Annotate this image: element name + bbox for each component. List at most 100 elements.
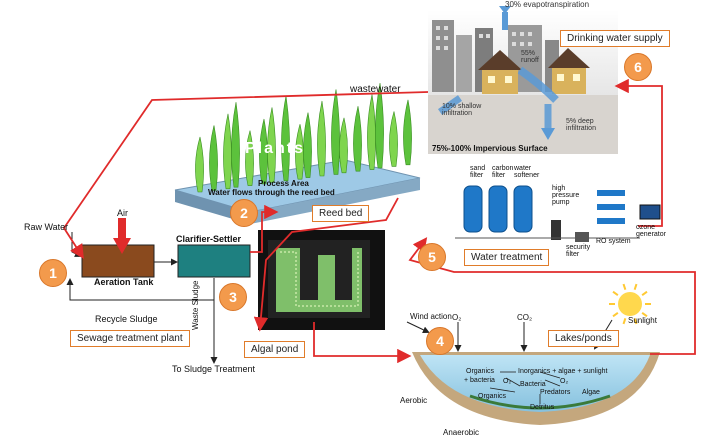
reed-plants xyxy=(195,82,412,193)
reed-bed xyxy=(174,82,421,224)
plants-label: Plants xyxy=(245,140,306,157)
carbon-filter-label: carbon filter xyxy=(492,165,514,179)
sun-ray xyxy=(612,290,619,296)
sun-ray xyxy=(633,317,638,325)
pump-label: high pressure pump xyxy=(552,185,580,206)
sun-ray xyxy=(612,312,619,318)
water-softener-label: water softener xyxy=(514,165,540,179)
wastewater-label: wastewater xyxy=(350,84,401,95)
o2-label: O₂ xyxy=(452,313,462,322)
detritus-label: Detritus xyxy=(530,404,555,411)
step-6-badge: 6 xyxy=(624,53,652,81)
sand-filter-label: sand filter xyxy=(470,165,486,179)
recycle-sludge-label: Recycle Sludge xyxy=(95,314,158,324)
wind-arrow xyxy=(406,321,430,334)
reed-leaf xyxy=(195,136,204,193)
sun-ray xyxy=(633,283,638,291)
reed-leaf xyxy=(209,125,218,191)
shallow-arrow xyxy=(437,95,463,115)
aeration-tank-shape xyxy=(81,244,155,278)
air-arrow xyxy=(113,238,131,254)
evapotranspiration-label: 30% evapotranspiration xyxy=(505,0,590,9)
reed-leaf xyxy=(223,113,232,190)
reed-leaf xyxy=(389,111,398,167)
co2-label: CO₂ xyxy=(517,313,533,322)
flow-lake-to-treatment xyxy=(408,237,696,355)
building xyxy=(432,20,454,92)
reed-leaf xyxy=(281,95,290,182)
organics-label: Organics xyxy=(466,368,495,375)
aeration-tank-label: Aeration Tank xyxy=(94,277,154,287)
security-filter-label: security filter xyxy=(566,244,591,258)
city-panel xyxy=(428,6,618,154)
step-1-badge: 1 xyxy=(39,259,67,287)
impervious-label: 75%-100% Impervious Surface xyxy=(432,144,548,153)
shallow-infiltration-label: 10% shallow infiltration xyxy=(442,103,482,117)
algal-pond-label: Algal pond xyxy=(244,341,306,358)
building xyxy=(456,35,472,92)
deep-infiltration-label: 5% deep infiltration xyxy=(566,118,596,132)
reed-flow-label: Water flows through the reed bed xyxy=(208,188,335,197)
process-area-label: Process Area xyxy=(258,179,309,188)
clarifier-shape xyxy=(177,244,251,278)
step-2-badge: 2 xyxy=(230,199,258,227)
raw-water-label: Raw Water xyxy=(24,222,69,232)
reed-leaf xyxy=(339,117,348,174)
flow-clarifier-to-reed xyxy=(250,204,279,253)
flow-treatment-to-city xyxy=(614,78,663,227)
wind-action-label: Wind action xyxy=(410,312,452,321)
drinking-water-supply-label: Drinking water supply xyxy=(560,30,670,47)
reed-leaf xyxy=(295,124,304,180)
sun-ray xyxy=(622,283,627,291)
reed-bed-label: Reed bed xyxy=(312,205,370,222)
air-label: Air xyxy=(117,208,128,218)
recycle-sludge-arrow xyxy=(66,278,215,301)
reed-leaf xyxy=(245,130,254,186)
house xyxy=(478,50,522,94)
step-4-badge: 4 xyxy=(426,327,454,355)
reed-leaf xyxy=(375,82,384,169)
reed-leaf xyxy=(403,99,412,166)
lakes-ponds-label: Lakes/ponds xyxy=(548,330,619,347)
clarifier-label: Clarifier-Settler xyxy=(176,234,242,244)
inorganics-label: Inorganics + algae + sunlight xyxy=(518,368,608,375)
reed-leaf xyxy=(317,100,326,177)
waste-sludge-label: Waste Sludge xyxy=(191,280,200,330)
bacteria-center-label: Bacteria xyxy=(520,381,546,388)
algal-pond xyxy=(258,230,385,330)
water-treatment-plant xyxy=(455,185,661,242)
step-3-badge: 3 xyxy=(219,283,247,311)
reed-leaf xyxy=(303,112,312,178)
bacteria-label: + bacteria xyxy=(464,377,495,384)
ro-system-label: RO system xyxy=(596,238,631,245)
reed-leaf xyxy=(367,94,376,170)
sludge-treatment-label: To Sludge Treatment xyxy=(172,364,256,374)
water-treatment-label: Water treatment xyxy=(464,249,550,266)
sunlight-label: Sunlight xyxy=(628,316,657,325)
sewage-treatment-plant-label: Sewage treatment plant xyxy=(70,330,190,347)
organics-lower-label: Organics xyxy=(478,393,507,400)
sun-ray xyxy=(641,290,648,296)
predators-label: Predators xyxy=(540,389,571,396)
ozone-generator-label: ozone generator xyxy=(636,224,666,238)
sun-icon xyxy=(609,283,651,325)
anaerobic-label: Anaerobic xyxy=(443,428,480,437)
reed-leaf xyxy=(231,102,240,188)
aerobic-label: Aerobic xyxy=(400,396,428,405)
house xyxy=(548,48,590,94)
reed-leaf xyxy=(331,89,340,175)
runoff-label: 55% runoff xyxy=(521,50,539,64)
runoff-arrow xyxy=(517,66,559,103)
flow-wastewater xyxy=(62,91,429,260)
reed-leaf xyxy=(267,107,276,183)
step-5-badge: 5 xyxy=(418,243,446,271)
o2-right-label: O₂ xyxy=(560,378,569,385)
reed-leaf xyxy=(353,106,362,172)
reed-leaf xyxy=(259,118,268,185)
sun-ray xyxy=(641,312,648,318)
o2-bubble-label: O₂ xyxy=(503,378,512,385)
sun-ray xyxy=(622,317,627,325)
flow-algal-to-lake xyxy=(313,322,412,364)
algae-label: Algae xyxy=(582,389,600,396)
flow-reed-to-algal xyxy=(253,197,399,332)
